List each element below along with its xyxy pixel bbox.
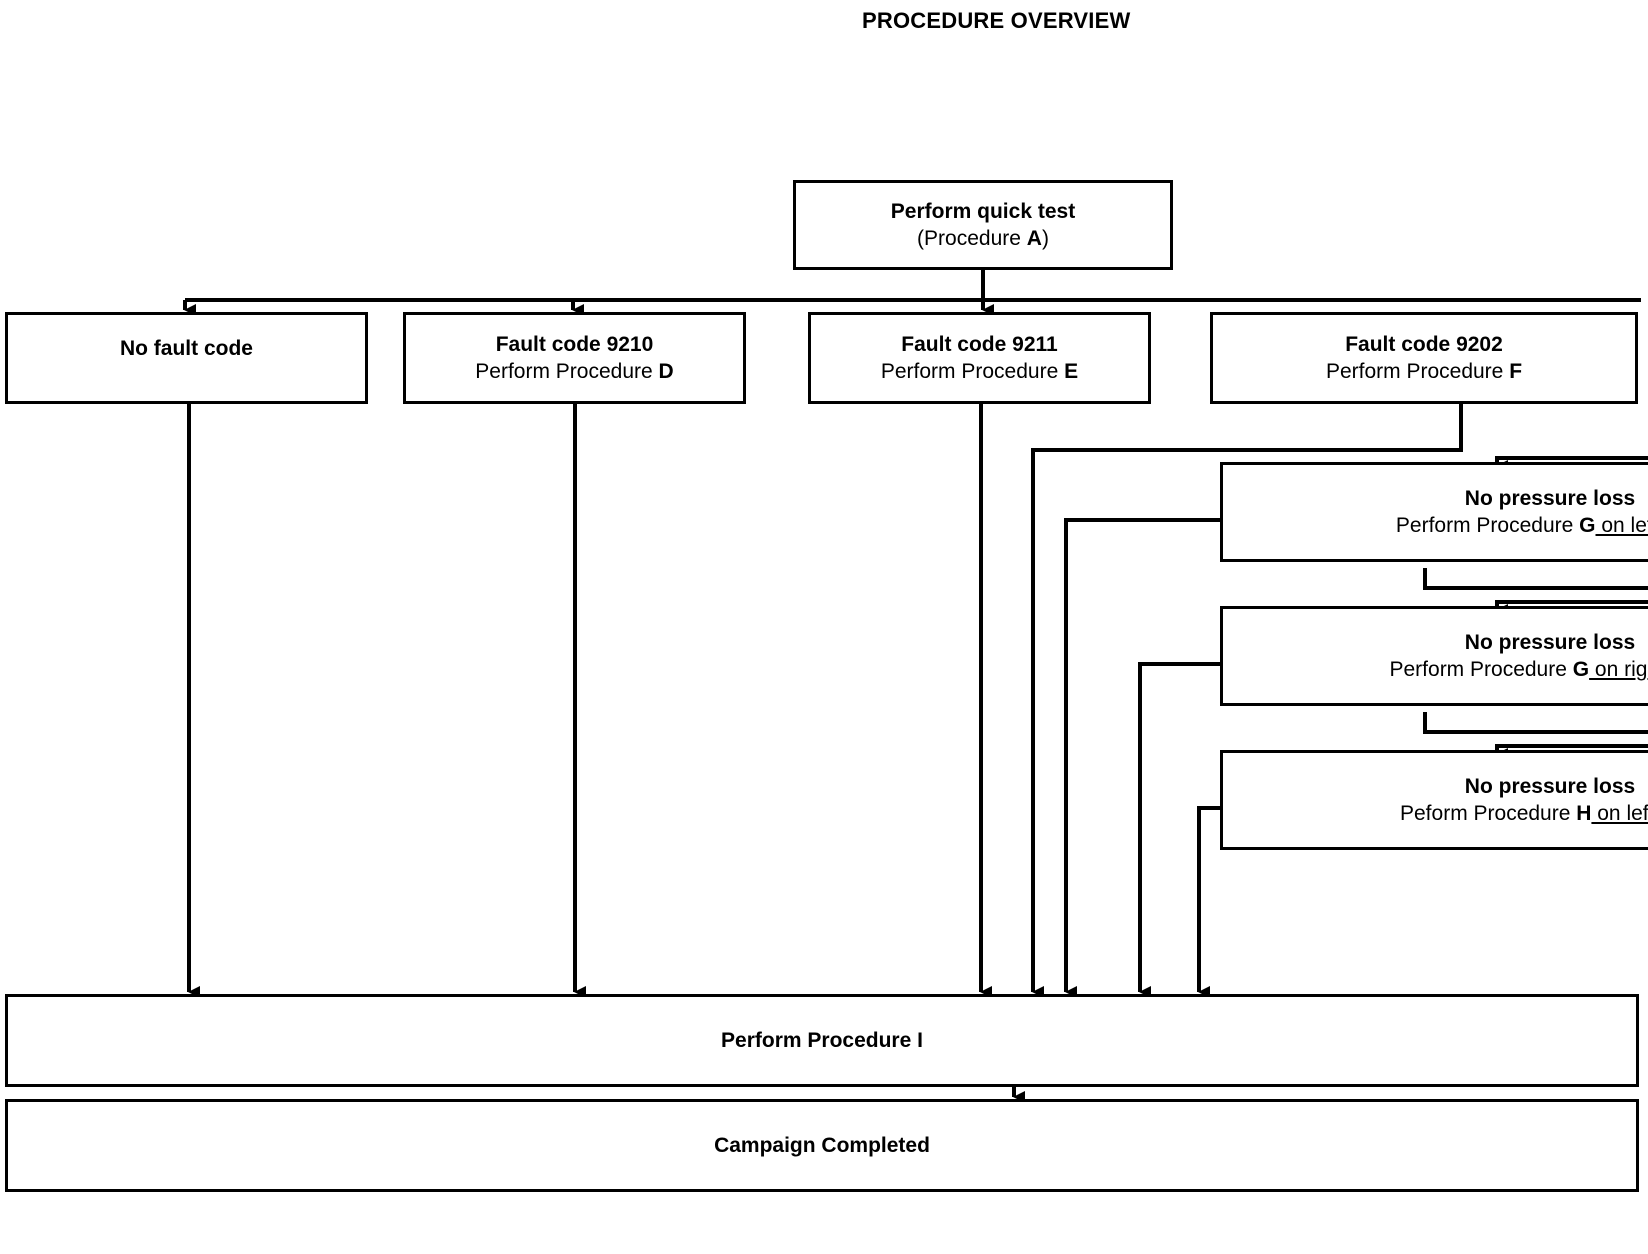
node-no-pressure-loss-g-left[interactable]: No pressure loss Perform Procedure G on … [1220, 462, 1648, 562]
node-line1: Fault code 9202 [1345, 332, 1503, 356]
node-line2: (Procedure A) [917, 225, 1049, 252]
node-line2-prefix: Perform Procedure [475, 360, 659, 383]
node-line2-bold: A [1026, 227, 1042, 250]
node-line1: No fault code [119, 337, 253, 360]
node-line2-bold: G [1572, 658, 1590, 681]
node-no-pressure-loss-g-right[interactable]: No pressure loss Perform Procedure G on … [1220, 606, 1648, 706]
node-line2: Perform Procedure D [475, 358, 673, 385]
node-line1: No pressure loss [1464, 630, 1636, 654]
node-perform-quick-test[interactable]: Perform quick test (Procedure A) [793, 180, 1173, 270]
node-fault-code-9202[interactable]: Fault code 9202 Perform Procedure F [1210, 312, 1638, 404]
node-line2-suffix: ) [1041, 227, 1049, 250]
node-no-fault-code[interactable]: No fault code [5, 312, 368, 404]
node-line1: No pressure loss [1464, 486, 1636, 510]
band-label: Perform Procedure I [721, 1028, 923, 1052]
node-line2-bold: D [658, 360, 674, 383]
node-line2-underline: on left seat [1597, 802, 1648, 825]
node-line2-prefix: (Procedure [917, 227, 1027, 250]
node-line2-underline: on right seat [1594, 658, 1648, 681]
node-line2-bold: F [1509, 360, 1523, 383]
node-line2-bold: H [1576, 802, 1592, 825]
node-line2-bold: G [1579, 514, 1596, 537]
node-line1: Perform quick test [890, 199, 1076, 223]
node-fault-code-9211[interactable]: Fault code 9211 Perform Procedure E [808, 312, 1151, 404]
node-line2-prefix: Perform Procedure [1395, 514, 1580, 537]
band-label: Campaign Completed [714, 1133, 930, 1157]
node-campaign-completed[interactable]: Campaign Completed [5, 1099, 1639, 1192]
node-line2: Perform Procedure F [1326, 358, 1522, 385]
node-line2: Perform Procedure G on left seat [1223, 512, 1648, 539]
node-line1: Fault code 9210 [495, 332, 654, 356]
node-line2-bold: E [1064, 360, 1079, 383]
node-line2-prefix: Perform Procedure [1389, 658, 1573, 681]
node-line2-underline: on left seat [1601, 514, 1648, 537]
node-no-pressure-loss-h-left[interactable]: No pressure loss Peform Procedure H on l… [1220, 750, 1648, 850]
page-title: PROCEDURE OVERVIEW [862, 8, 1131, 33]
node-line1: No pressure loss [1464, 774, 1636, 798]
node-line2-prefix: Perform Procedure [880, 360, 1065, 383]
node-line2-prefix: Perform Procedure [1325, 360, 1510, 383]
node-line2: Peform Procedure H on left seat [1223, 800, 1648, 827]
node-line1: Fault code 9211 [901, 332, 1058, 356]
node-line2: Perform Procedure G on right seat [1223, 656, 1648, 683]
node-line2-prefix: Peform Procedure [1400, 802, 1577, 825]
node-fault-code-9210[interactable]: Fault code 9210 Perform Procedure D [403, 312, 746, 404]
node-perform-procedure-i[interactable]: Perform Procedure I [5, 994, 1639, 1087]
node-line2: Perform Procedure E [881, 358, 1078, 385]
